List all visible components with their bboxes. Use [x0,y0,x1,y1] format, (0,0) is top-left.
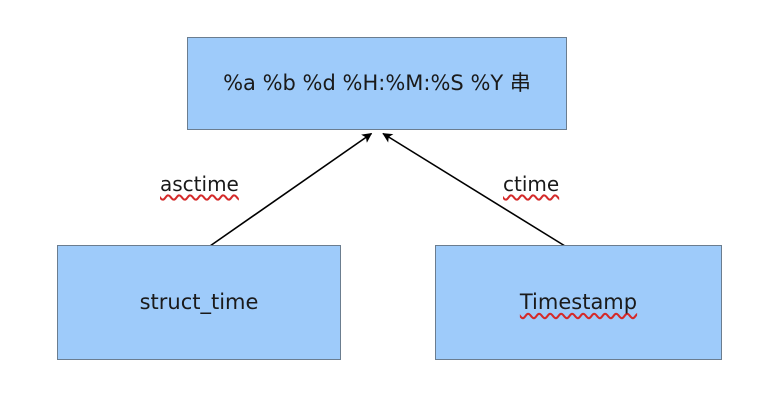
node-struct-time[interactable]: struct_time [57,245,341,360]
node-format-string-label: %a %b %d %H:%M:%S %Y 串 [223,71,531,96]
node-format-string[interactable]: %a %b %d %H:%M:%S %Y 串 [187,37,567,130]
node-struct-time-label: struct_time [139,290,259,315]
edge-label-ctime: ctime [503,172,560,196]
node-timestamp[interactable]: Timestamp [435,245,722,360]
edge-label-asctime: asctime [160,172,239,196]
node-timestamp-label: Timestamp [519,290,638,315]
